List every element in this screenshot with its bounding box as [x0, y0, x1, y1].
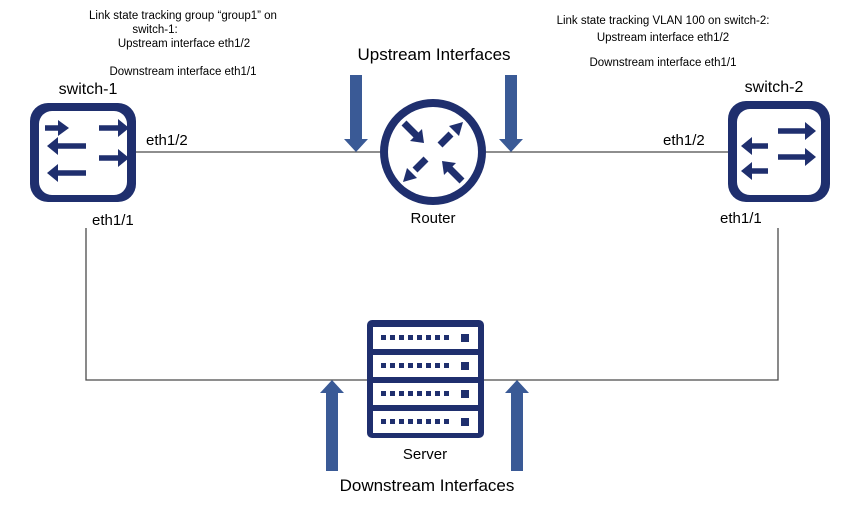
link-switch1-server: [85, 228, 372, 381]
server-led: [390, 391, 395, 396]
server-led: [399, 335, 404, 340]
server-led: [390, 419, 395, 424]
note-switch1-line1: Link state tracking group “group1” on: [89, 10, 277, 22]
server-led: [417, 335, 422, 340]
note-switch2-line2: Upstream interface eth1/2: [597, 32, 729, 44]
router-label: Router: [410, 210, 455, 227]
server-led: [381, 335, 386, 340]
server-label: Server: [403, 446, 447, 463]
switch-2-icon: [728, 101, 830, 202]
server-led: [381, 391, 386, 396]
server-led: [444, 363, 449, 368]
server-led: [408, 363, 413, 368]
server-led: [426, 391, 431, 396]
note-switch1-line2: switch-1:: [132, 24, 177, 36]
server-unit: [373, 355, 478, 377]
note-switch2-line1: Link state tracking VLAN 100 on switch-2…: [557, 15, 770, 27]
server-button: [461, 418, 469, 426]
server-led: [399, 363, 404, 368]
server-rack-icon: [367, 320, 484, 438]
server-led: [390, 335, 395, 340]
server-led: [417, 391, 422, 396]
upstream-arrow-left: [344, 75, 368, 152]
server-button: [461, 334, 469, 342]
server-led: [426, 335, 431, 340]
server-led: [417, 363, 422, 368]
switch-1-label: switch-1: [59, 81, 118, 98]
server-led: [444, 419, 449, 424]
server-led: [444, 335, 449, 340]
server-led: [408, 335, 413, 340]
server-led: [417, 419, 422, 424]
switch-2-port-eth1-2: eth1/2: [663, 132, 705, 149]
server-led: [399, 391, 404, 396]
switch-1-icon: [30, 103, 136, 202]
server-unit: [373, 327, 478, 349]
server-led: [381, 363, 386, 368]
server-led: [426, 419, 431, 424]
upstream-arrow-right: [499, 75, 523, 152]
note-switch2-line3: Downstream interface eth1/1: [589, 57, 736, 69]
server-led: [444, 391, 449, 396]
server-button: [461, 390, 469, 398]
switch-1-port-eth1-1: eth1/1: [92, 212, 134, 229]
switch-1-port-eth1-2: eth1/2: [146, 132, 188, 149]
server-led: [408, 419, 413, 424]
switch-2-port-eth1-1: eth1/1: [720, 210, 762, 227]
server-led: [426, 363, 431, 368]
switch-2-label: switch-2: [745, 79, 804, 96]
server-led: [399, 419, 404, 424]
connection-lines: [85, 151, 779, 381]
downstream-arrow-left: [320, 380, 344, 471]
server-led: [408, 391, 413, 396]
server-unit: [373, 383, 478, 405]
downstream-arrow-right: [505, 380, 529, 471]
downstream-interfaces-label: Downstream Interfaces: [340, 476, 515, 495]
upstream-interfaces-label: Upstream Interfaces: [357, 45, 510, 64]
server-led: [381, 419, 386, 424]
router-icon: [380, 99, 486, 205]
server-led: [435, 391, 440, 396]
server-button: [461, 362, 469, 370]
note-switch1-line4: Downstream interface eth1/1: [109, 66, 256, 78]
server-led: [435, 363, 440, 368]
server-led: [435, 335, 440, 340]
link-server-switch2: [484, 228, 779, 381]
server-unit: [373, 411, 478, 433]
server-led: [390, 363, 395, 368]
note-switch1-line3: Upstream interface eth1/2: [118, 38, 250, 50]
server-led: [435, 419, 440, 424]
